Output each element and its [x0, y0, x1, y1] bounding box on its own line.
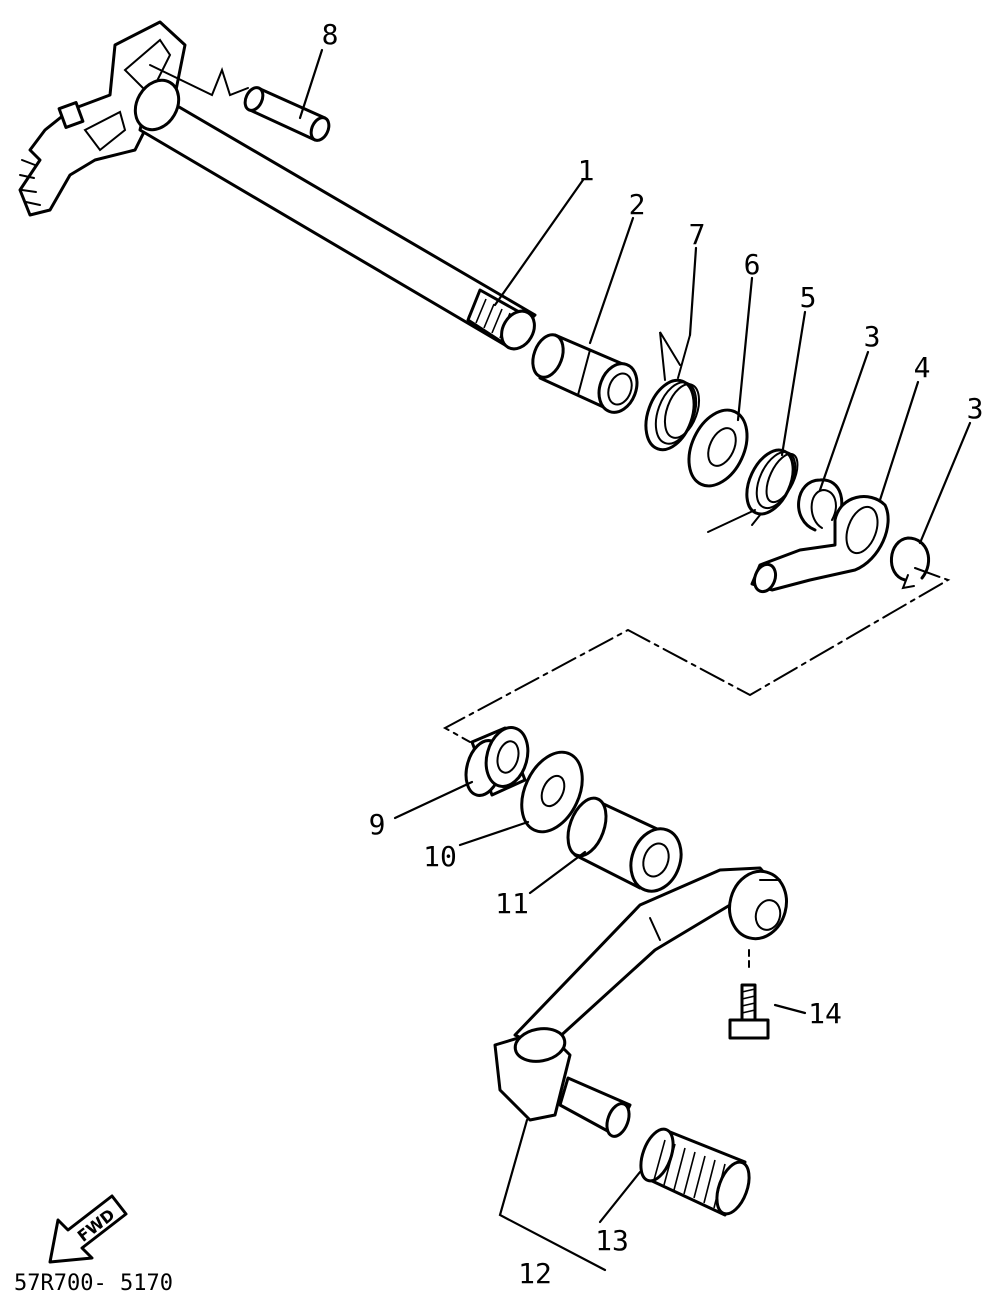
- collar-sleeve: [566, 796, 683, 893]
- callout-10: 10: [423, 840, 457, 873]
- spacer-washer: [520, 750, 584, 834]
- callout-13: 13: [595, 1224, 629, 1257]
- callout-11: 11: [495, 887, 529, 920]
- leader-lines: [298, 48, 972, 1272]
- bolt: [728, 949, 770, 1040]
- callout-3-upper: 3: [864, 320, 881, 353]
- callout-3-lower: 3: [967, 392, 984, 425]
- callout-9: 9: [369, 808, 386, 841]
- callout-6: 6: [744, 248, 761, 281]
- torsion-spring: [644, 331, 701, 452]
- fwd-arrow-icon: FWD: [48, 1194, 128, 1264]
- callout-1: 1: [578, 154, 595, 187]
- collar: [531, 333, 639, 414]
- callouts: 1 2 3 3 4 5 6 7 8 9 10 11 12 13 14: [322, 18, 984, 1290]
- washer: [687, 408, 749, 488]
- callout-14: 14: [808, 997, 842, 1030]
- pedal-rubber: [639, 1127, 751, 1217]
- shift-arm: [750, 495, 890, 594]
- assembly-line-upper: [442, 567, 951, 743]
- bearing: [464, 726, 530, 797]
- callout-4: 4: [914, 351, 931, 384]
- shift-shaft: [18, 20, 537, 351]
- shift-pedal: [493, 866, 788, 1138]
- callout-2: 2: [629, 188, 646, 221]
- callout-8: 8: [322, 18, 339, 51]
- callout-12: 12: [518, 1257, 552, 1290]
- circlip-lower: [889, 536, 931, 590]
- callout-7: 7: [689, 218, 706, 251]
- callout-5: 5: [800, 281, 817, 314]
- coil-spring: [707, 448, 799, 533]
- diagram-code: 57R700- 5170: [14, 1271, 173, 1296]
